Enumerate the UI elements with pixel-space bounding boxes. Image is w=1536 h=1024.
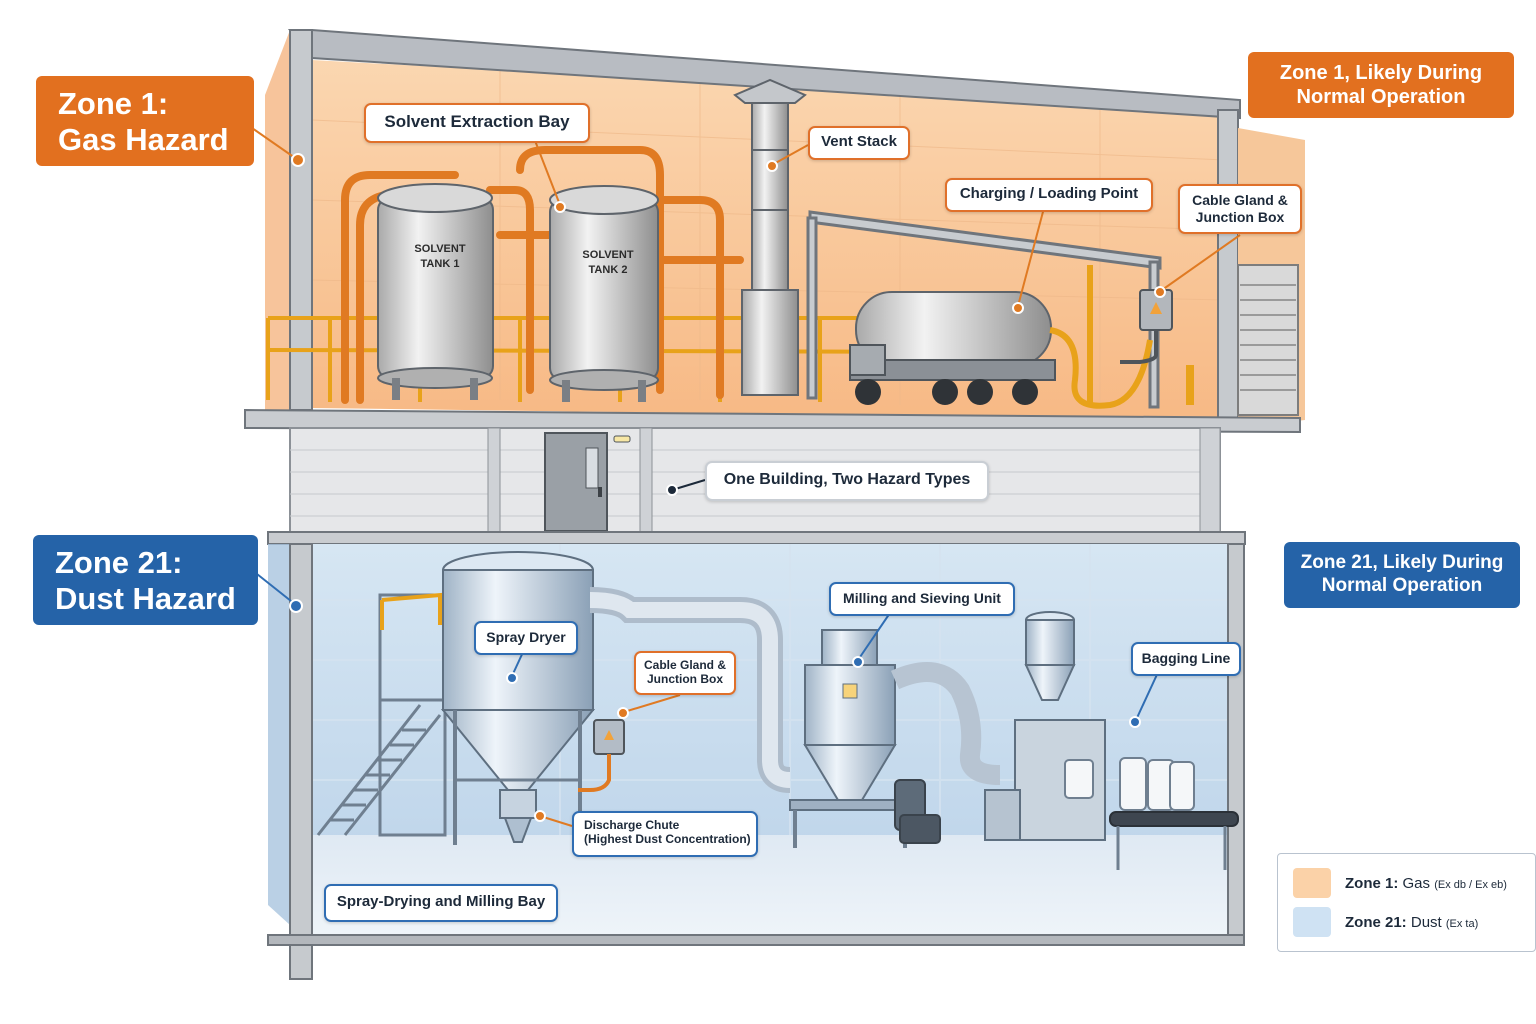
zone-1-likelihood-tab: Zone 1, Likely During Normal Operation: [1248, 52, 1514, 118]
tanker-truck: [849, 291, 1153, 409]
upper-cable-gland-line1: Cable Gland &: [1192, 192, 1288, 208]
discharge-chute-label: Discharge Chute (Highest Dust Concentrat…: [572, 811, 758, 857]
legend-zone-21-type: Dust: [1410, 913, 1442, 931]
zone-21-title-line1: Zone 21:: [55, 545, 183, 580]
zone-1-title: Zone 1: Gas Hazard: [36, 76, 254, 166]
lower-junction-box: [578, 719, 625, 792]
zone-1-title-line1: Zone 1:: [58, 86, 169, 121]
zone-1-tab-line2: Normal Operation: [1296, 86, 1466, 109]
zone-21-tab-line1: Zone 21, Likely During: [1300, 552, 1504, 573]
flexible-hose: [890, 662, 1001, 785]
legend-row-zone-21: Zone 21: Dust (Ex ta): [1293, 907, 1478, 937]
solvent-piping: [341, 146, 744, 404]
milling-sieving-unit: [789, 629, 941, 848]
spray-dryer-label: Spray Dryer: [474, 621, 578, 655]
legend-swatch-zone-1: [1293, 868, 1331, 898]
bagging-line: [984, 611, 1239, 870]
solvent-tank-1: [377, 183, 494, 400]
lower-deck-slab: [267, 531, 1246, 545]
discharge-chute-line1: Discharge Chute: [584, 818, 680, 832]
zone-21-likelihood-tab: Zone 21, Likely During Normal Operation: [1284, 542, 1520, 608]
charging-loading-point-label: Charging / Loading Point: [945, 178, 1153, 212]
one-building-label: One Building, Two Hazard Types: [705, 461, 989, 501]
milling-sieving-label: Milling and Sieving Unit: [829, 582, 1015, 616]
upper-cable-gland-label: Cable Gland & Junction Box: [1178, 184, 1302, 234]
bollard: [1186, 365, 1194, 405]
legend-swatch-zone-21: [1293, 907, 1331, 937]
legend-row-zone-1: Zone 1: Gas (Ex db / Ex eb): [1293, 868, 1507, 898]
zone-21-title-line2: Dust Hazard: [55, 580, 236, 616]
vent-stack: [733, 78, 807, 396]
legend-zone-1-marking: (Ex db / Ex eb): [1434, 878, 1507, 891]
legend-text-zone-1: Zone 1: Gas (Ex db / Ex eb): [1345, 875, 1507, 892]
legend-text-zone-21: Zone 21: Dust (Ex ta): [1345, 914, 1478, 931]
tank-1-label-line2: TANK 1: [420, 257, 460, 270]
upper-cable-gland-line2: Junction Box: [1195, 208, 1285, 225]
solvent-extraction-bay-label: Solvent Extraction Bay: [364, 103, 590, 143]
lower-cable-gland-label: Cable Gland & Junction Box: [634, 651, 736, 695]
spray-drying-bay-label: Spray-Drying and Milling Bay: [324, 884, 558, 922]
tank-1-label-line1: SOLVENT: [414, 243, 466, 255]
tank-2-label-line1: SOLVENT: [582, 249, 634, 261]
legend-zone-21-marking: (Ex ta): [1445, 917, 1479, 930]
zone-21-tab-line2: Normal Operation: [1321, 575, 1483, 597]
lower-cable-gland-line1: Cable Gland &: [643, 658, 726, 672]
zone-21-title: Zone 21: Dust Hazard: [33, 535, 258, 625]
access-stairs-platform: [316, 592, 447, 837]
legend-zone-1-name: Zone 1:: [1345, 874, 1399, 892]
tank-1-label: SOLVENT TANK 1: [405, 242, 475, 272]
lower-cable-gland-line2: Junction Box: [646, 672, 723, 687]
leader-dots: [289, 153, 1166, 822]
tank-2-label-line2: TANK 2: [588, 263, 628, 276]
legend-zone-21-name: Zone 21:: [1345, 913, 1407, 931]
solvent-tank-2: [549, 185, 659, 402]
zone-1-tab-line1: Zone 1, Likely During: [1279, 62, 1483, 84]
vent-stack-label: Vent Stack: [808, 126, 910, 160]
discharge-chute-line2: (Highest Dust Concentration): [584, 832, 751, 847]
zone-legend: Zone 1: Gas (Ex db / Ex eb) Zone 21: Dus…: [1277, 853, 1536, 952]
tank-2-label: SOLVENT TANK 2: [573, 248, 643, 278]
zone-1-title-line2: Gas Hazard: [58, 121, 229, 157]
legend-zone-1-type: Gas: [1402, 874, 1431, 892]
bagging-line-label: Bagging Line: [1131, 642, 1241, 676]
